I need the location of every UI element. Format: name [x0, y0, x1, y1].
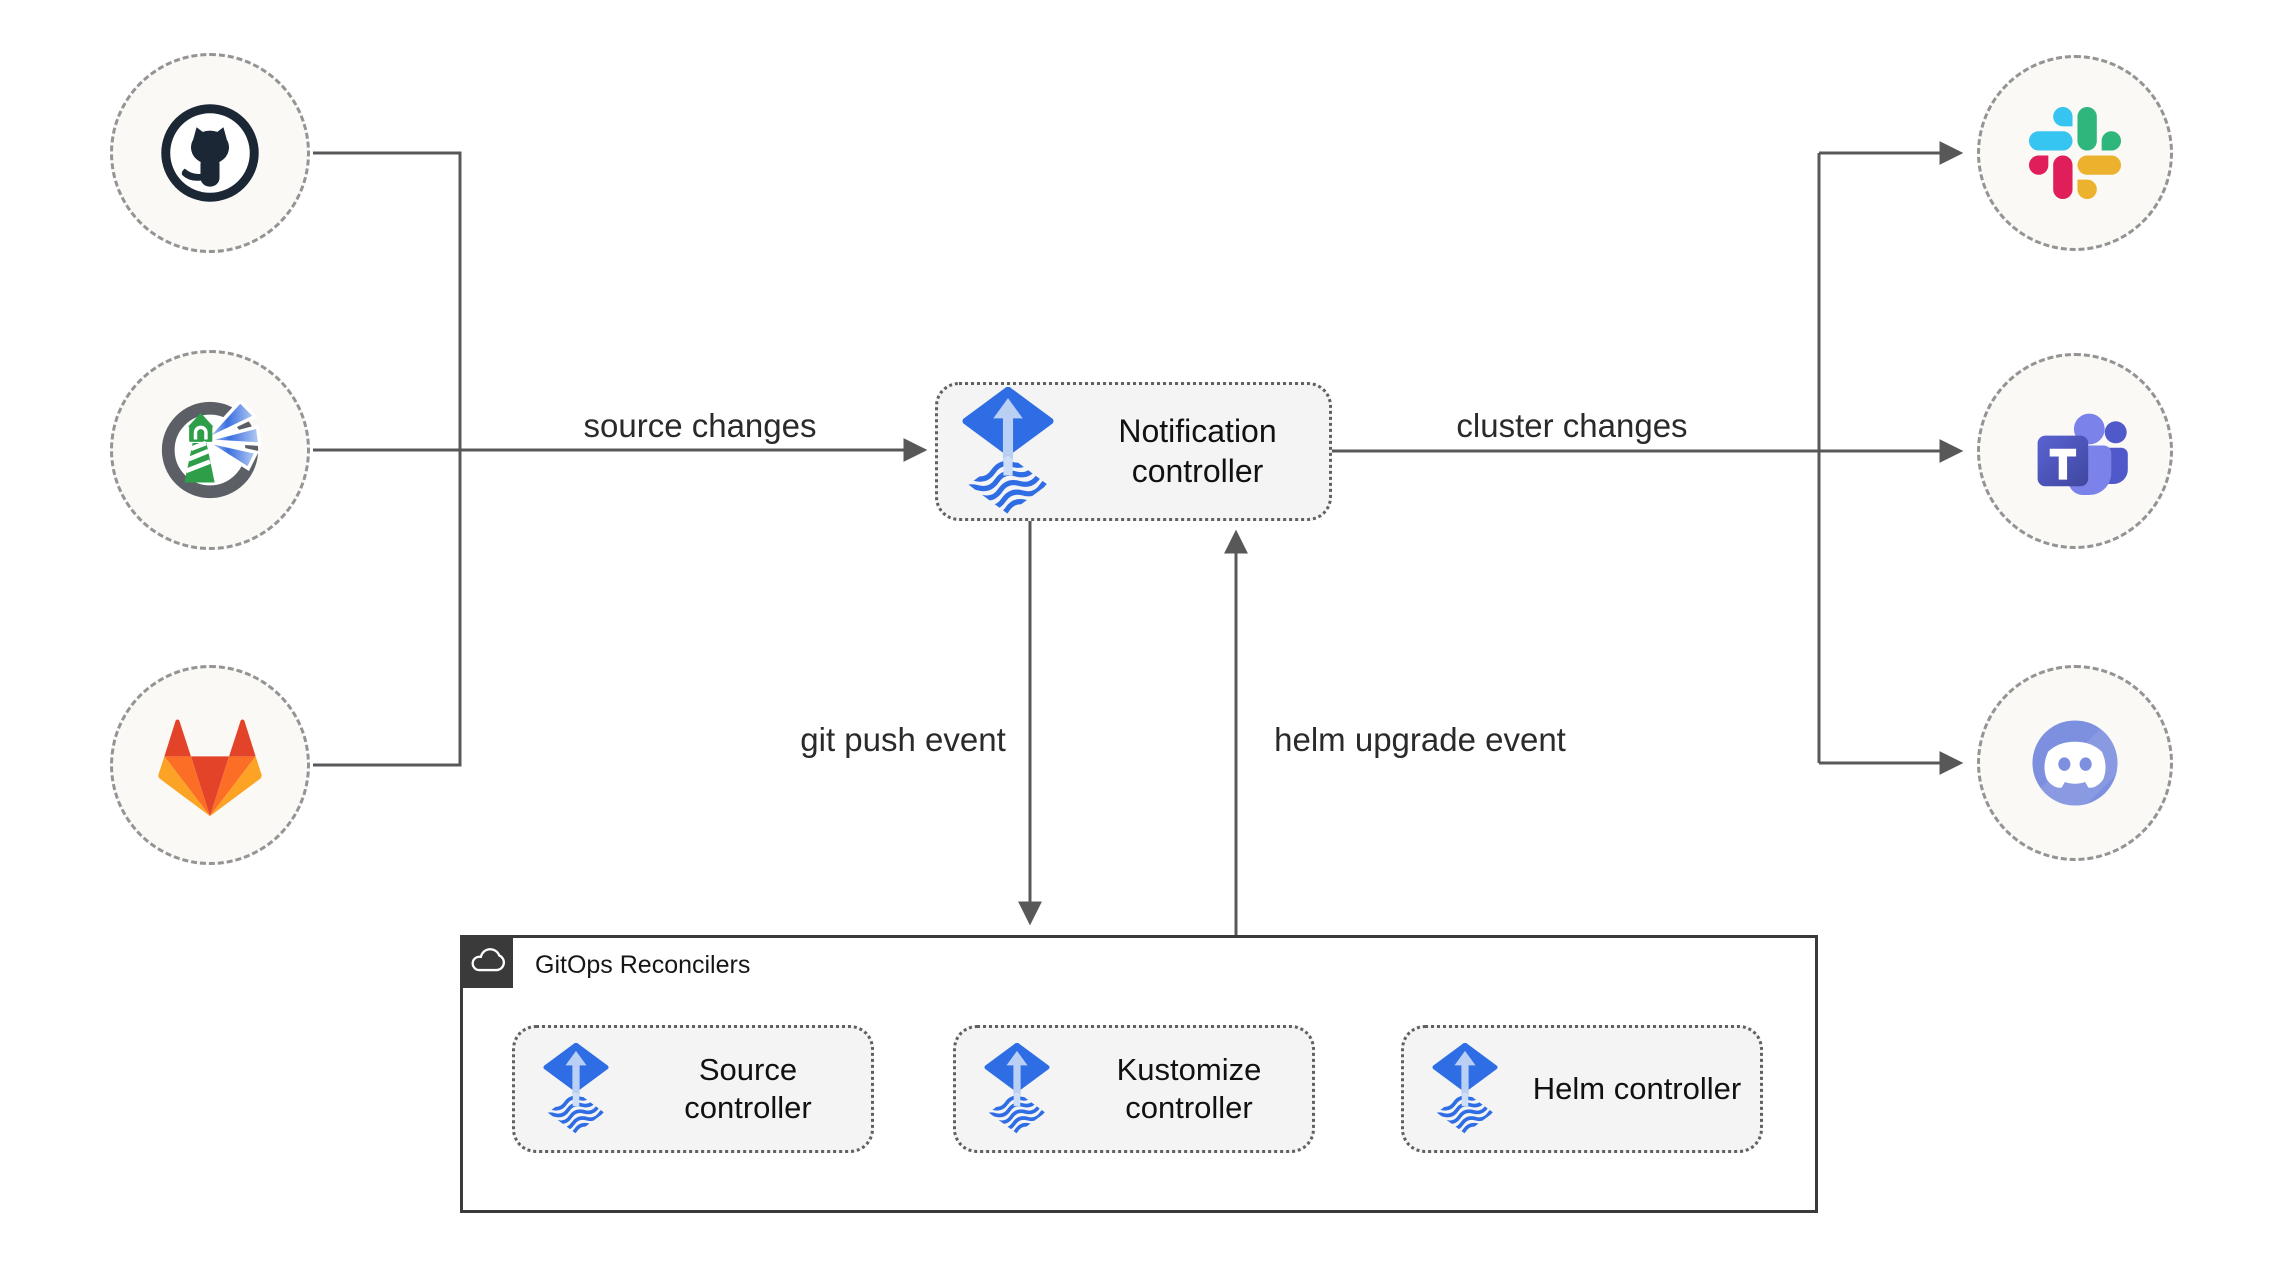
- container-title: GitOps Reconcilers: [535, 951, 751, 979]
- notification-controller-node: Notification controller: [935, 382, 1332, 521]
- flux-icon: [938, 387, 1078, 516]
- github-icon: [154, 97, 266, 209]
- harbor-icon: [152, 392, 268, 508]
- container-corner-badge: [460, 935, 513, 988]
- helm-controller-node: Helm controller: [1401, 1025, 1763, 1153]
- target-node-discord: [1977, 665, 2173, 861]
- edge-label-git-push-event: git push event: [800, 721, 1006, 758]
- flux-icon: [515, 1043, 637, 1135]
- edge-label-source-changes: source changes: [583, 407, 817, 444]
- source-controller-node: Source controller: [512, 1025, 874, 1153]
- source-controller-label: Source controller: [684, 1051, 812, 1125]
- edge-label-helm-upgrade-event: helm upgrade event: [1274, 721, 1566, 758]
- kustomize-controller-node: Kustomize controller: [953, 1025, 1315, 1153]
- cloud-icon: [468, 947, 506, 976]
- notification-controller-label: Notification controller: [1118, 412, 1277, 489]
- source-node-gitlab: [110, 665, 310, 865]
- source-node-harbor: [110, 350, 310, 550]
- edge-sources-elbow: [313, 151, 462, 767]
- target-node-slack: [1977, 55, 2173, 251]
- flux-icon: [956, 1043, 1078, 1135]
- slack-icon: [2029, 107, 2121, 199]
- edge-label-cluster-changes: cluster changes: [1456, 407, 1688, 444]
- discord-icon: [2019, 707, 2131, 819]
- kustomize-controller-label: Kustomize controller: [1116, 1051, 1262, 1125]
- source-node-github: [110, 53, 310, 253]
- helm-controller-label: Helm controller: [1532, 1070, 1742, 1106]
- flux-icon: [1404, 1043, 1526, 1135]
- teams-icon: [2020, 396, 2130, 506]
- gitlab-icon: [158, 713, 262, 817]
- target-node-teams: [1977, 353, 2173, 549]
